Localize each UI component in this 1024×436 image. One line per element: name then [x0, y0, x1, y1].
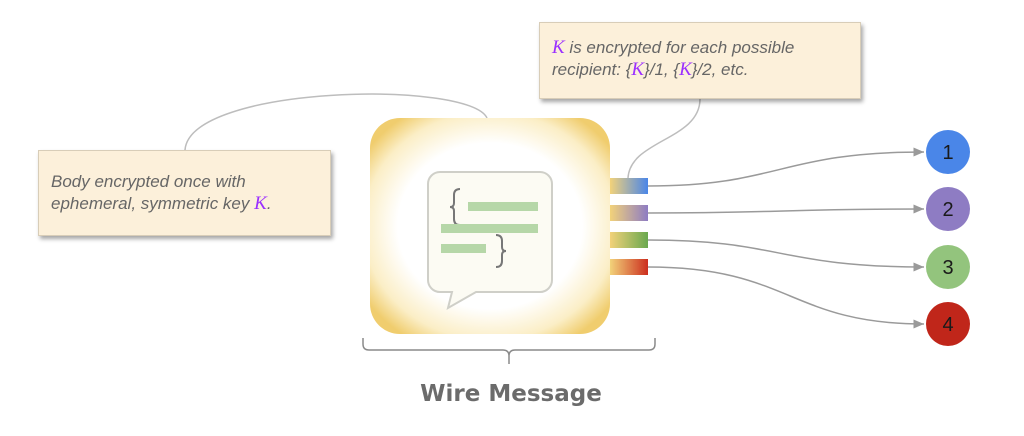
key-symbol: K — [552, 37, 565, 58]
key-slot-4 — [610, 259, 648, 275]
recipient-4: 4 — [926, 302, 970, 346]
key-symbol: K — [254, 193, 267, 214]
recipient-1: 1 — [926, 130, 970, 174]
key-slot-1 — [610, 178, 648, 194]
note-left-line-1: Body encrypted once with — [51, 172, 246, 191]
key-symbol: K — [631, 59, 645, 80]
note-body-encryption: Body encrypted once with ephemeral, symm… — [38, 150, 331, 236]
note-top-text-2c: }/2, etc. — [691, 60, 749, 79]
arrow-to-recipient-1 — [647, 147, 925, 187]
recipient-2-label: 2 — [942, 199, 953, 221]
note-key-encryption: K is encrypted for each possible recipie… — [539, 22, 861, 99]
note-top-text-1: is encrypted for each possible — [564, 38, 795, 57]
recipient-2: 2 — [926, 187, 970, 231]
note-left-line-2: ephemeral, symmetric key K. — [51, 193, 318, 215]
chat-bubble-code-icon — [427, 171, 553, 311]
key-slot-2 — [610, 205, 648, 221]
note-top-line-2: recipient: {K}/1, {K}/2, etc. — [552, 59, 848, 81]
arrow-to-recipient-3 — [647, 239, 925, 272]
recipient-4-label: 4 — [942, 314, 953, 336]
connector-left-note — [184, 93, 488, 151]
arrow-to-recipient-2 — [647, 204, 925, 214]
note-top-text-2b: }/1, { — [644, 60, 680, 79]
note-top-line-1: K is encrypted for each possible — [552, 37, 848, 59]
key-symbol: K — [679, 59, 692, 80]
recipient-3: 3 — [926, 245, 970, 289]
wire-message-brace — [362, 338, 656, 364]
recipient-1-label: 1 — [942, 142, 953, 164]
note-left-text-2b: . — [266, 194, 272, 213]
note-top-text-2a: recipient: { — [552, 60, 632, 79]
arrow-to-recipient-4 — [647, 266, 925, 329]
note-left-text-2a: ephemeral, symmetric key — [51, 194, 255, 213]
connector-top-note — [627, 98, 701, 179]
recipient-3-label: 3 — [942, 257, 953, 279]
key-slot-3 — [610, 232, 648, 248]
wire-message-label: Wire Message — [420, 381, 602, 407]
